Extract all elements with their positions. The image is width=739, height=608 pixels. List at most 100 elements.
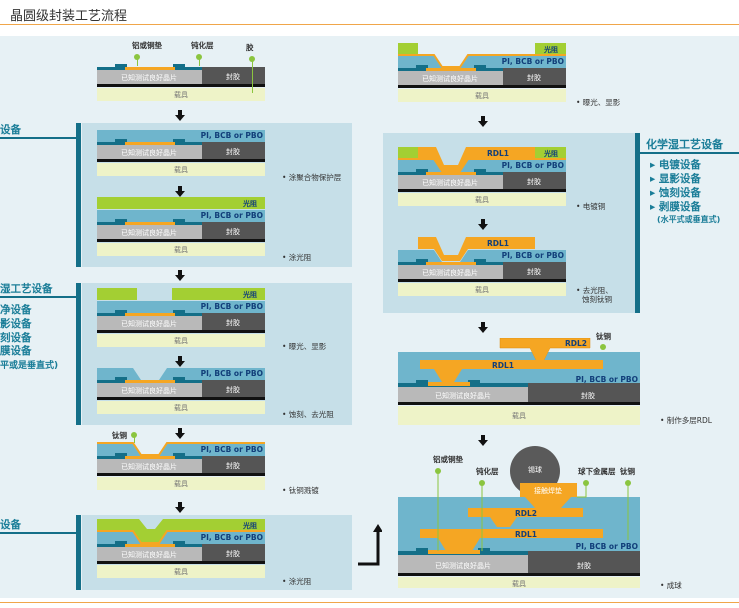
resist-label: 光阻 xyxy=(242,521,257,530)
pi-label: PI, BCB or PBO xyxy=(502,161,564,170)
carrier xyxy=(97,334,265,347)
callout-dot xyxy=(600,344,606,350)
resist-label: 光阻 xyxy=(242,199,257,208)
bond-pad xyxy=(426,262,476,265)
bond-pad xyxy=(426,68,476,71)
equipment-item: ▸ 显影设备 xyxy=(650,173,701,185)
carrier xyxy=(97,565,265,578)
pi-label: PI, BCB or PBO xyxy=(201,533,263,542)
polymer-layer xyxy=(97,210,265,225)
polymer-layer xyxy=(97,368,265,383)
down-arrow-icon xyxy=(175,270,185,281)
mold xyxy=(202,456,265,473)
equipment-title: 设备 xyxy=(0,519,21,531)
equipment-title: 化学湿工艺设备 xyxy=(646,138,723,151)
wafer-stack-sputter: 已知测试良好晶片封胶载具PI, BCB or PBO xyxy=(97,442,265,490)
callout-line xyxy=(137,57,138,66)
wafer-stack-stripped: 已知测试良好晶片封胶载具PI, BCB or PBORDL1 xyxy=(398,237,566,296)
pi-label: PI, BCB or PBO xyxy=(201,369,263,378)
carrier xyxy=(97,88,265,101)
panel-bar xyxy=(76,515,81,590)
carrier-label: 载具 xyxy=(174,245,188,254)
photoresist xyxy=(172,288,265,300)
pi-label: PI, BCB or PBO xyxy=(502,251,564,260)
step-note: • 涂聚合物保护层 xyxy=(282,173,342,182)
wafer-stack-plated: 已知测试良好晶片封胶载具PI, BCB or PBO光阻RDL1 xyxy=(398,147,566,206)
step-note: • 去光阻、 xyxy=(576,286,613,295)
bond-pad xyxy=(125,380,175,383)
mold-label: 封胶 xyxy=(527,177,541,186)
carrier-label: 载具 xyxy=(512,579,526,588)
callout-line xyxy=(199,57,200,66)
carrier-label: 载具 xyxy=(512,411,526,420)
passivation-bump xyxy=(115,219,127,223)
ticu-callout: 钛铜 xyxy=(620,467,635,476)
down-arrow-icon xyxy=(175,428,185,439)
die xyxy=(398,71,503,85)
photoresist xyxy=(535,43,566,55)
equipment-line xyxy=(0,137,76,139)
equipment-line xyxy=(640,152,739,154)
contact-pad-label: 接触焊垫 xyxy=(534,486,562,495)
bond-pad xyxy=(426,172,476,175)
ticu-seed-layer xyxy=(97,530,265,544)
step-note: • 电镀铜 xyxy=(576,202,606,211)
rdl1-layer xyxy=(418,147,535,171)
photoresist xyxy=(535,147,566,159)
polymer-layer xyxy=(97,130,265,145)
passivation-bump xyxy=(173,541,185,545)
die-label: 已知测试良好晶片 xyxy=(121,550,177,559)
photoresist xyxy=(398,147,418,159)
adhesive-layer xyxy=(97,159,265,162)
mold xyxy=(202,67,265,84)
mold-label: 封胶 xyxy=(226,461,240,470)
bond-pad xyxy=(125,544,175,547)
step-note: • 制作多层RDL xyxy=(660,416,712,425)
die xyxy=(97,145,202,159)
mold-label: 封胶 xyxy=(226,318,240,327)
polymer-layer xyxy=(97,301,265,316)
adhesive-layer xyxy=(97,239,265,242)
equipment-line xyxy=(0,296,76,298)
adhesive-layer xyxy=(97,330,265,333)
pi-label: PI, BCB or PBO xyxy=(576,542,638,551)
ubm-callout: 球下金属层 xyxy=(578,467,616,476)
equipment-item: 净设备 xyxy=(0,304,32,316)
mold xyxy=(202,313,265,330)
die xyxy=(97,459,202,473)
rdl1-label: RDL1 xyxy=(515,530,537,539)
pi-label: PI, BCB or PBO xyxy=(201,445,263,454)
connector-arrow-icon xyxy=(358,524,382,566)
passivation-bump xyxy=(416,169,428,173)
pi-label: PI, BCB or PBO xyxy=(201,302,263,311)
passivation-bump xyxy=(115,139,127,143)
pi-label: PI, BCB or PBO xyxy=(576,375,638,384)
pad-callout: 铝或铜垫 xyxy=(132,41,162,50)
die-label: 已知测试良好晶片 xyxy=(422,74,478,83)
polymer-layer xyxy=(97,532,265,547)
passivation-bump xyxy=(474,65,486,69)
adhesive-layer xyxy=(97,561,265,564)
wafer-stack-resist: 已知测试良好晶片封胶载具PI, BCB or PBO光阻 xyxy=(97,197,265,256)
bond-pad xyxy=(125,222,175,225)
wafer-stack-resist2: 已知测试良好晶片封胶载具PI, BCB or PBO光阻 xyxy=(97,519,265,578)
mold xyxy=(202,142,265,159)
mold xyxy=(202,544,265,561)
bottom-divider xyxy=(0,602,739,603)
down-arrow-icon xyxy=(175,356,185,367)
title-divider xyxy=(0,24,739,25)
die xyxy=(398,175,503,189)
die-label: 已知测试良好晶片 xyxy=(121,148,177,157)
rdl1-layer xyxy=(418,237,535,261)
carrier xyxy=(97,477,265,490)
passivation-bump xyxy=(416,259,428,263)
pi-label: PI, BCB or PBO xyxy=(201,131,263,140)
adhesive-layer xyxy=(398,279,566,282)
polymer-layer xyxy=(398,160,566,175)
mold xyxy=(503,262,566,279)
mold-label: 封胶 xyxy=(527,267,541,276)
die-label: 已知测试良好晶片 xyxy=(435,391,491,400)
step-note: • 涂光阻 xyxy=(282,577,312,586)
passivation-bump xyxy=(115,541,127,545)
solder-ball-label: 锡球 xyxy=(528,465,542,474)
